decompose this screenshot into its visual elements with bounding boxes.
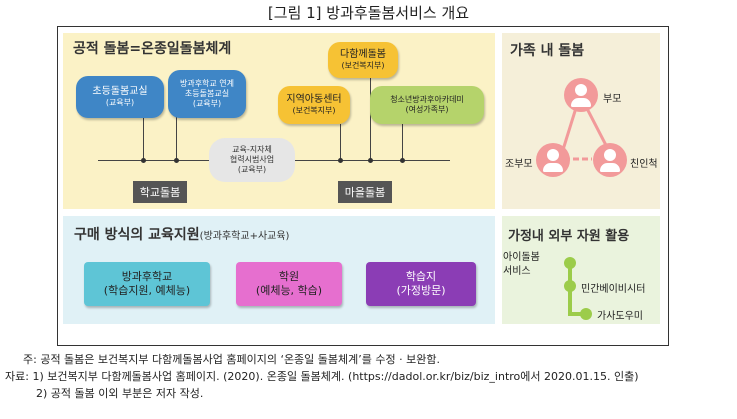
- afterschool-detail: (학습지원, 예체능): [103, 284, 191, 297]
- school-care-label: 초등돌봄교실: [92, 85, 148, 97]
- family-connector-lines: [560, 94, 612, 161]
- public-care-title: 공적 돌봄=온종일돌봄체계: [73, 41, 232, 57]
- babysitter-label: 민간베이비시터: [581, 284, 646, 295]
- connector-dahamkke: [370, 78, 371, 160]
- childcare-service-line2: 서비스: [503, 266, 531, 277]
- timeline-dot: [141, 158, 146, 163]
- afterschool-box: 방과후학교 (학습지원, 예체능): [84, 262, 210, 306]
- community-center-label: 지역아동센터: [286, 93, 342, 105]
- parents-label: 부모: [603, 94, 622, 105]
- academy-detail: (예체능, 학습): [255, 284, 323, 297]
- purchase-title-row: 구매 방식의 교육지원(방과후학교+사교육): [74, 224, 289, 244]
- connector-youth-academy: [402, 124, 403, 160]
- afterschool-label: 방과후학교: [121, 270, 173, 284]
- youth-academy-box: 청소년방과후아카데미 (여성가족부): [370, 86, 484, 124]
- timeline-dot: [338, 158, 343, 163]
- academy-label: 학원: [278, 270, 300, 284]
- afterschool-link-line2: 초등돌봄교실: [184, 89, 230, 98]
- worksheet-detail: (가정방문): [396, 284, 446, 297]
- connector-community-center: [340, 124, 341, 160]
- community-center-ministry: (보건복지부): [292, 106, 336, 116]
- school-care-group-label: 학교돌봄: [133, 181, 187, 203]
- figure-notes: 주: 공적 돌봄은 보건복지부 다함께돌봄사업 홈페이지의 ‘온종일 돌봄체계’…: [5, 351, 639, 402]
- youth-academy-ministry: (여성가족부): [405, 105, 449, 114]
- figure-caption: [그림 1] 방과후돌봄서비스 개요: [267, 4, 470, 22]
- resource-connector-path: [568, 261, 582, 316]
- person-icon: [536, 143, 570, 177]
- dahamkke-label: 다함께돌봄: [340, 48, 386, 60]
- note-line: 주: 공적 돌봄은 보건복지부 다함께돌봄사업 홈페이지의 ‘온종일 돌봄체계’…: [23, 353, 440, 366]
- relatives-label: 친인척: [630, 159, 658, 170]
- source-line-2: 2) 공적 돌봄 이외 부분은 저자 작성.: [36, 387, 204, 400]
- family-care-panel: [502, 33, 660, 209]
- timeline-dot: [174, 158, 179, 163]
- timeline-dot: [400, 158, 405, 163]
- outside-resources-panel: [502, 216, 660, 324]
- afterschool-link-line1: 방과후학교 연계: [179, 79, 235, 88]
- connector-afterschool-link: [176, 117, 177, 160]
- resource-dot: [564, 257, 576, 269]
- housekeeper-label: 가사도우미: [597, 311, 643, 322]
- school-care-box: 초등돌봄교실 (교육부): [76, 76, 164, 118]
- connector-school-care: [143, 117, 144, 160]
- person-icon: [564, 78, 598, 112]
- pilot-line2: 협력시범사업: [229, 155, 275, 164]
- grandparents-label: 조부모: [505, 159, 533, 170]
- afterschool-link-ministry: (교육부): [192, 99, 222, 108]
- source-line-1: 자료: 1) 보건복지부 다함께돌봄사업 홈페이지. (2020). 온종일 돌…: [5, 370, 639, 383]
- youth-academy-label: 청소년방과후아카데미: [390, 95, 464, 104]
- dahamkke-box: 다함께돌봄 (보건복지부): [328, 42, 398, 78]
- community-center-box: 지역아동센터 (보건복지부): [278, 86, 350, 124]
- academy-box: 학원 (예체능, 학습): [236, 262, 342, 306]
- pilot-ministry: (교육부): [237, 165, 267, 174]
- pilot-line1: 교육-지자체: [232, 145, 272, 154]
- afterschool-link-care-box: 방과후학교 연계 초등돌봄교실 (교육부): [168, 70, 246, 118]
- outside-resources-title: 가정내 외부 자원 활용: [508, 229, 630, 244]
- village-care-group-label: 마을돌봄: [338, 181, 392, 203]
- resource-dot: [564, 280, 576, 292]
- person-icon: [593, 143, 627, 177]
- pilot-project-box: 교육-지자체 협력시범사업 (교육부): [209, 138, 295, 182]
- school-care-ministry: (교육부): [105, 98, 135, 108]
- childcare-service-line1: 아이돌봄: [503, 252, 540, 263]
- purchase-title: 구매 방식의 교육지원: [74, 227, 200, 243]
- dahamkke-ministry: (보건복지부): [341, 61, 385, 71]
- purchase-title-sub: (방과후학교+사교육): [199, 231, 290, 242]
- childcare-service-label: 아이돌봄 서비스: [503, 251, 540, 279]
- family-care-title: 가족 내 돌봄: [510, 43, 585, 59]
- worksheet-label: 학습지: [405, 270, 437, 284]
- worksheet-box: 학습지 (가정방문): [366, 262, 476, 306]
- timeline-dot: [368, 158, 373, 163]
- resource-dot: [580, 308, 592, 320]
